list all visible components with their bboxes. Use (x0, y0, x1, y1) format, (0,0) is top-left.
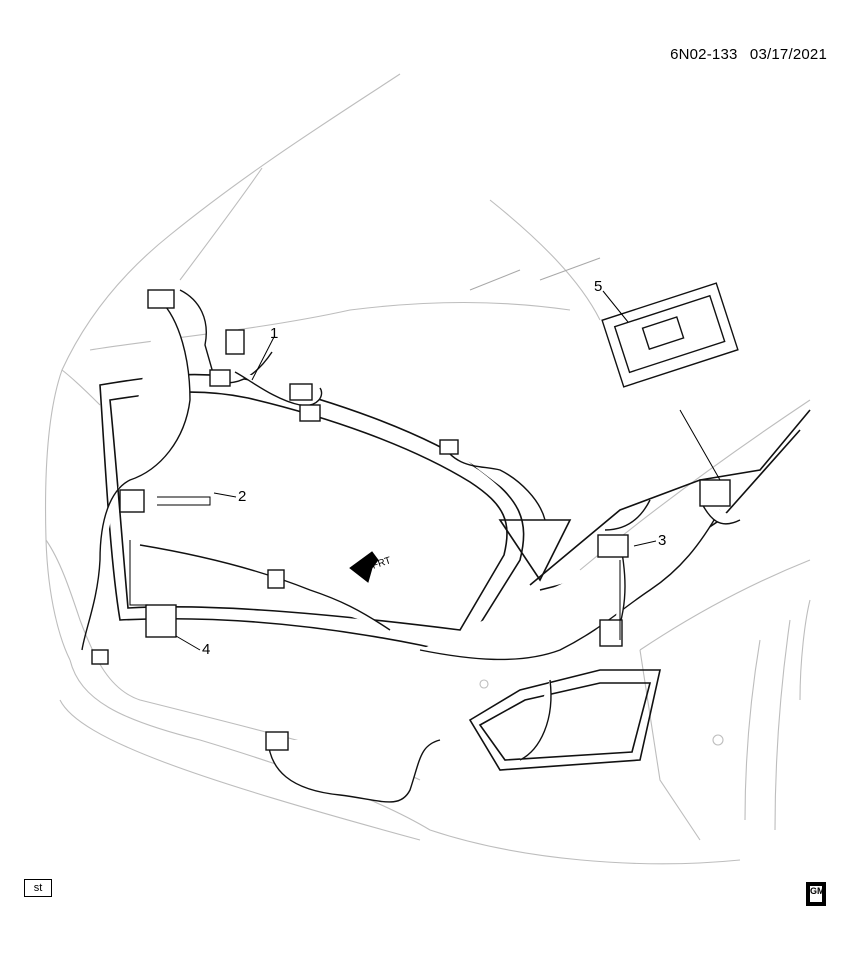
diagram-date: 03/17/2021 (749, 46, 827, 63)
callout-2: 2 (238, 488, 247, 505)
callout-1: 1 (270, 325, 279, 342)
front-direction-arrow-icon (349, 551, 379, 583)
gm-logo-icon: GM (806, 882, 826, 906)
st-label: st (33, 882, 43, 894)
gm-logo-text: GM (810, 886, 825, 896)
callout-leaders (129, 290, 721, 651)
st-label-box: st (24, 879, 52, 897)
wiring-harness (81, 289, 741, 803)
diagram-reference: 6N02-133 03/17/2021 (662, 46, 827, 63)
callout-3: 3 (658, 532, 667, 549)
diagram-code: 6N02-133 (670, 46, 738, 63)
harness-connectors (91, 282, 739, 751)
gm-logo-mark: GM (809, 885, 825, 903)
radiator-support-frame (99, 373, 811, 771)
callout-4: 4 (202, 641, 211, 658)
callout-5: 5 (594, 278, 603, 295)
